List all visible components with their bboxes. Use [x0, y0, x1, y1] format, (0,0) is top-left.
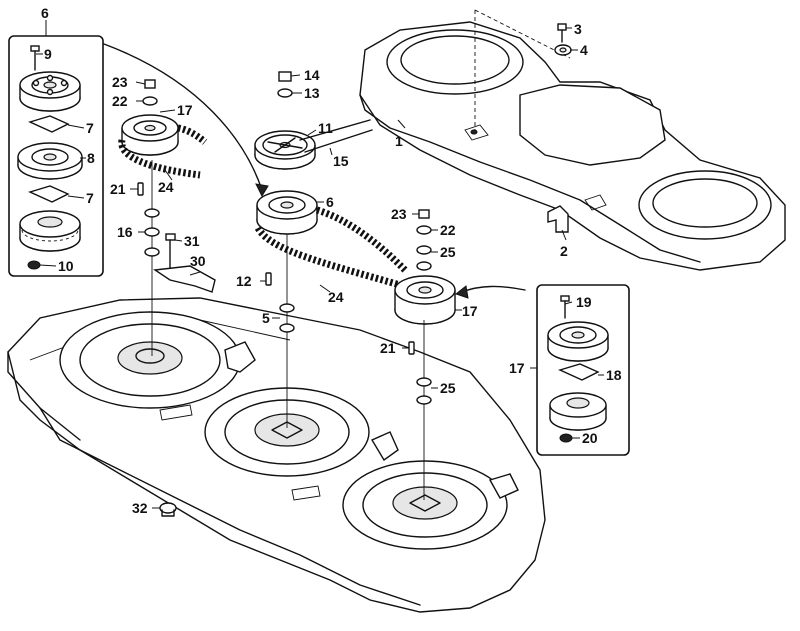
v-belt-15 [299, 119, 373, 153]
callout-30: 30 [190, 253, 206, 269]
washer-13 [277, 88, 293, 98]
callout-16: 16 [117, 224, 133, 240]
washer-16b [144, 227, 160, 237]
pulley-6-center [256, 190, 318, 235]
washer-5b [279, 323, 295, 333]
bolt-14 [278, 71, 292, 82]
callout-18: 18 [606, 367, 622, 383]
callout-20: 20 [582, 430, 598, 446]
callout-25: 25 [440, 380, 456, 396]
callout-25: 25 [440, 244, 456, 260]
timing-belt-24-center [254, 226, 401, 289]
callout-6: 6 [41, 5, 49, 21]
bolt-31 [165, 233, 176, 241]
bracket-30 [153, 265, 216, 293]
callout-labels: 6 9 7 8 7 10 23 22 17 21 24 16 31 30 14 … [41, 5, 622, 516]
callout-3: 3 [574, 21, 582, 37]
callout-6: 6 [326, 194, 334, 210]
callout-32: 32 [132, 500, 148, 516]
washer-16a [144, 208, 160, 218]
arrow-inset-to-center [103, 43, 263, 191]
callout-4: 4 [580, 42, 588, 58]
callout-31: 31 [184, 233, 200, 249]
inset-box-left [8, 35, 104, 277]
washer-22-right [416, 225, 432, 235]
callout-2: 2 [560, 243, 568, 259]
pulley-17-right [394, 275, 456, 325]
callout-10: 10 [58, 258, 74, 274]
callout-24: 24 [328, 289, 344, 305]
key-12 [265, 272, 272, 286]
callout-12: 12 [236, 273, 252, 289]
callout-1: 1 [395, 133, 403, 149]
washer-16c [144, 247, 160, 257]
callout-11: 11 [318, 120, 333, 136]
callout-7: 7 [86, 120, 94, 136]
callout-19: 19 [576, 294, 592, 310]
clip-2 [547, 205, 569, 233]
callout-15: 15 [333, 153, 349, 169]
callout-5: 5 [262, 310, 270, 326]
callout-23: 23 [112, 74, 128, 90]
key-21-right [408, 341, 415, 355]
mower-deck [7, 297, 546, 613]
idler-pulley-11 [254, 130, 316, 170]
callout-17: 17 [462, 303, 478, 319]
arrow-inset-to-right [461, 285, 526, 293]
washer-25b [416, 377, 432, 387]
callout-22: 22 [440, 222, 456, 238]
leader-lines [36, 20, 604, 509]
pulley-17-left [121, 114, 179, 156]
callout-21: 21 [380, 340, 396, 356]
callout-8: 8 [87, 150, 95, 166]
washer-25a [416, 245, 432, 255]
callout-23: 23 [391, 206, 407, 222]
callout-13: 13 [304, 85, 320, 101]
callout-14: 14 [304, 67, 320, 83]
deck-cover [359, 9, 786, 271]
washer-22-left [142, 96, 158, 106]
washer-5a [279, 303, 295, 313]
callout-9: 9 [44, 46, 52, 62]
key-21-left [137, 182, 144, 196]
callout-24: 24 [158, 179, 174, 195]
bolt-3 [557, 23, 567, 43]
callout-22: 22 [112, 93, 128, 109]
inset-box-right [536, 284, 630, 456]
callout-7: 7 [86, 190, 94, 206]
nut-23-left [144, 79, 156, 89]
nut-23-right [418, 209, 430, 219]
callout-17: 17 [177, 102, 193, 118]
timing-belt-24-left [118, 139, 201, 179]
callout-21: 21 [110, 181, 126, 197]
callout-17: 17 [509, 360, 525, 376]
